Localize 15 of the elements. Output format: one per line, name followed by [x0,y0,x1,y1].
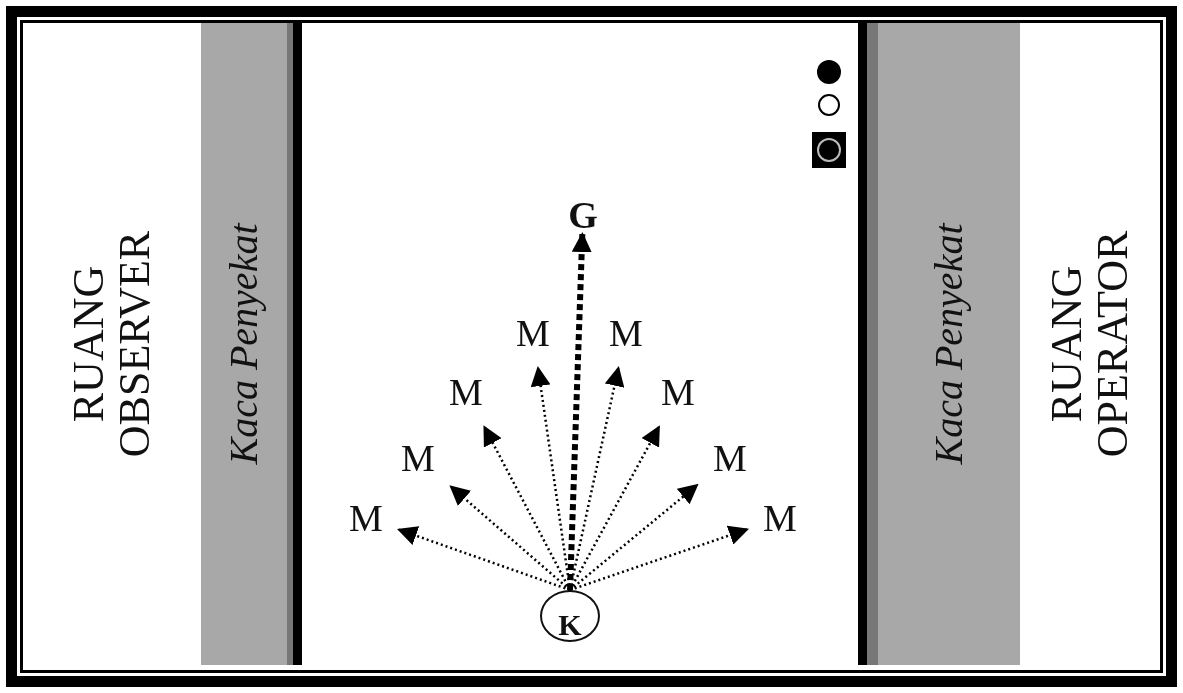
position-label: M [500,298,566,368]
dotted-arrow [567,232,592,591]
dotted-arrow [397,526,571,592]
partition-label: Kaca Penyekat [928,221,970,467]
start-ellipse: K [540,590,600,642]
partition-label: Kaca Penyekat [223,221,265,467]
glass-partition [878,23,1020,665]
goal-label: G [568,196,598,234]
room-label: RUANG OBSERVER [65,229,159,460]
dotted-arrow [483,425,572,591]
dotted-arrow [569,525,749,592]
dotted-arrow [449,485,571,591]
dotted-arrow [568,425,660,591]
glass-partition [201,23,287,665]
room-label: RUANG OPERATOR [1043,229,1137,460]
